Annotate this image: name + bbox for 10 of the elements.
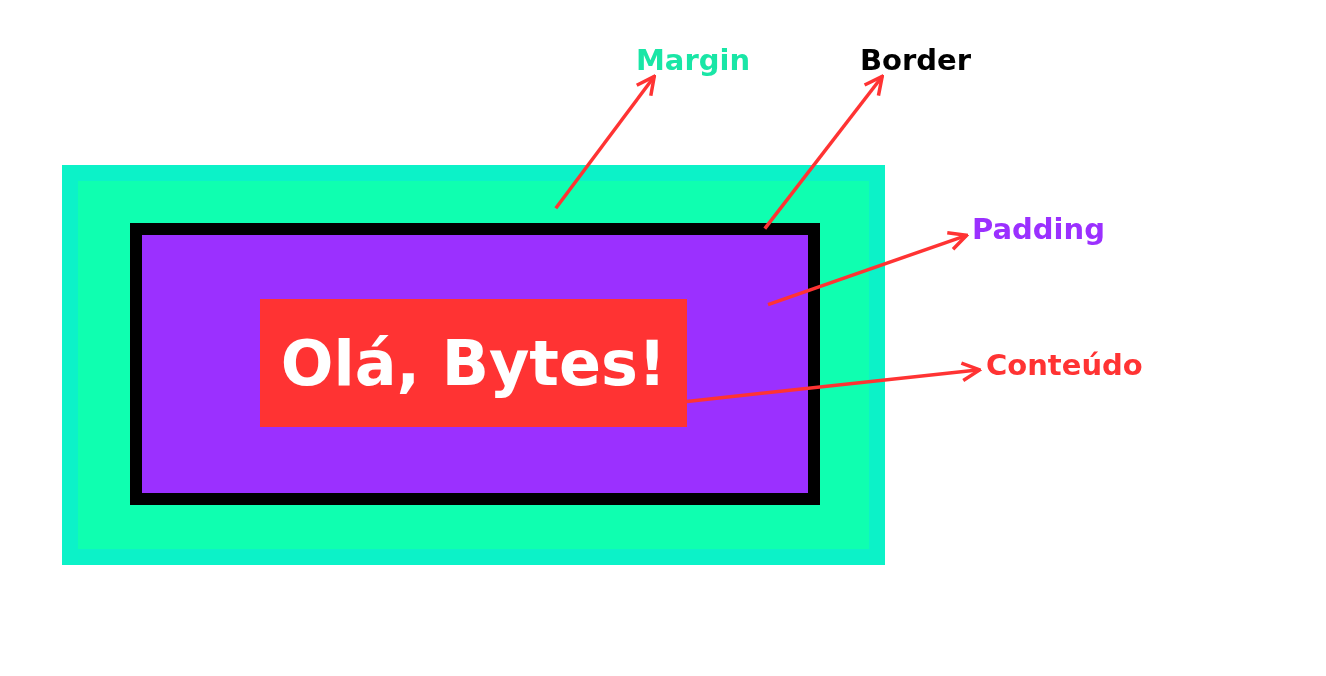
leader-arrow: [554, 74, 656, 210]
content-label: Conteúdo: [986, 351, 1143, 380]
leader-arrow: [686, 361, 982, 404]
content-box: Olá, Bytes!: [260, 299, 687, 427]
margin-label: Margin: [636, 46, 751, 75]
padding-label: Padding: [972, 215, 1105, 244]
leader-arrow: [763, 74, 884, 230]
border-label: Border: [860, 46, 972, 75]
margin-area: [62, 165, 885, 565]
leader-arrow: [767, 231, 969, 307]
